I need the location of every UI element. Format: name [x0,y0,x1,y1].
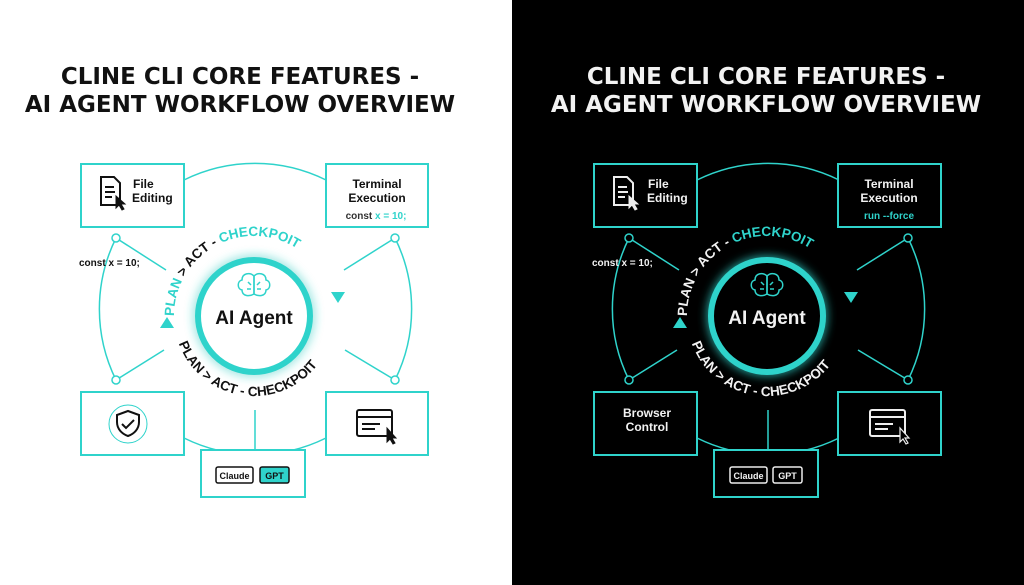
terminal-execution-box [325,163,429,228]
file-edit-icon [613,176,640,211]
light-title-line2: AI AGENT WORKFLOW OVERVIEW [25,92,455,118]
dark-terminal-label-2: Execution [860,191,917,205]
model-chip-gpt-label: GPT [265,471,284,481]
side-code-snippet: const x = 10; [79,258,140,269]
dark-model-chip-claude[interactable] [729,466,768,484]
dark-panel: CLINE CLI CORE FEATURES - AI AGENT WORKF… [512,0,1024,585]
dark-file-editing-box [593,163,698,228]
dark-terminal-label-1: Terminal [864,177,913,191]
dark-connectors [611,162,926,456]
dark-flow-arrow-down-icon [844,292,858,303]
dark-model-chip-gpt[interactable] [772,466,803,484]
light-title-line1: CLINE CLI CORE FEATURES - [61,64,419,90]
dark-model-chip-claude-label: Claude [733,471,763,481]
light-connectors [98,162,413,456]
file-editing-label-1: File [133,177,154,191]
file-editing-label-2: Editing [132,191,173,205]
browser-control-box [593,391,698,456]
terminal-code: const x = 10; [346,211,407,222]
security-box [80,391,185,456]
brain-icon [750,272,784,297]
dark-file-editing-label-2: Editing [647,191,688,205]
dark-ai-agent-hub [708,257,826,375]
dark-terminal-execution-box [837,163,942,228]
brain-icon [237,272,271,297]
model-chip-claude-label: Claude [219,471,249,481]
model-chip-claude[interactable] [215,466,254,484]
ai-agent-hub [195,257,313,375]
flow-arrow-up-icon [160,317,174,328]
file-editing-box [80,163,185,228]
dark-flow-arrow-up-icon [673,317,687,328]
browser-control-label-1: Browser [623,406,671,420]
ai-agent-label: AI Agent [215,308,293,329]
terminal-label-1: Terminal [352,177,401,191]
dark-file-editing-label-1: File [648,177,669,191]
dark-side-code-snippet: const x = 10; [592,258,653,269]
file-edit-icon [100,176,127,211]
browser-cursor-icon [869,409,911,445]
dark-ai-agent-label: AI Agent [728,308,806,329]
browser-control-label-2: Control [626,420,669,434]
flow-arrow-down-icon [331,292,345,303]
browser-cursor-icon [356,409,398,445]
shield-check-icon [108,404,148,444]
light-panel: CLINE CLI CORE FEATURES - AI AGENT WORKF… [24,64,456,498]
dark-title-line2: AI AGENT WORKFLOW OVERVIEW [551,92,981,118]
dark-terminal-code: run --force [864,211,914,222]
dark-title-line1: CLINE CLI CORE FEATURES - [587,64,945,90]
model-chip-gpt[interactable] [259,466,290,484]
terminal-label-2: Execution [348,191,405,205]
dark-model-chip-gpt-label: GPT [778,471,797,481]
